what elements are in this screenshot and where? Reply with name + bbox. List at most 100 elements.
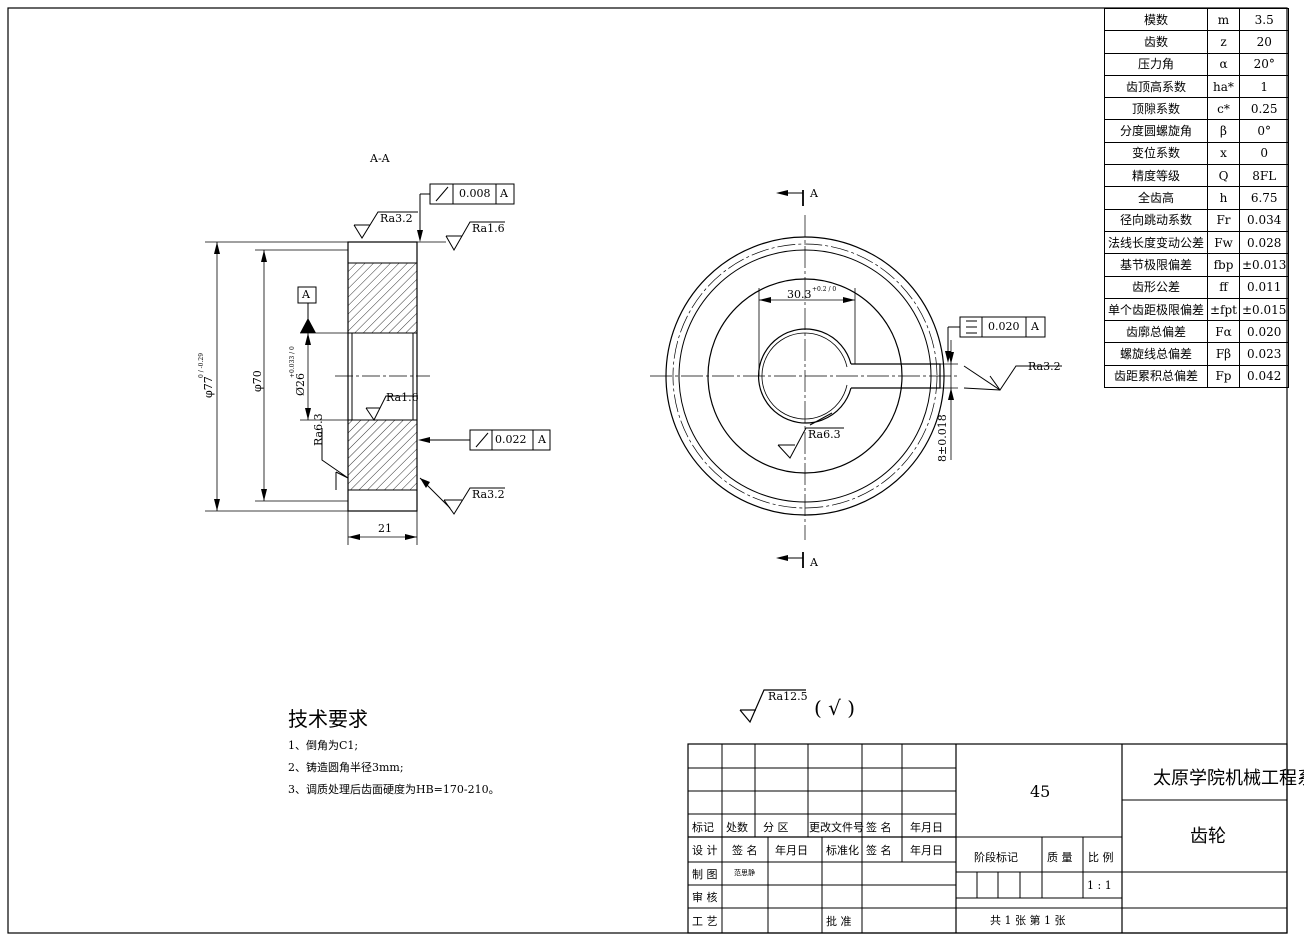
tb-header: 签 名 — [732, 844, 758, 857]
roughness-hub: Ra6.3 — [808, 428, 841, 441]
param-val: 0° — [1238, 119, 1290, 143]
symmetry-datum: A — [1031, 320, 1039, 333]
symmetry-tolerance: 0.020 — [988, 320, 1020, 333]
param-sym: x — [1207, 141, 1240, 166]
sheet-border — [7, 7, 1288, 934]
param-name: 精度等级 — [1104, 164, 1208, 188]
param-sym: Fα — [1207, 320, 1240, 344]
param-sym: Fp — [1207, 364, 1240, 389]
param-name: 顶隙系数 — [1104, 97, 1208, 121]
tb-sheets: 共 1 张 第 1 张 — [990, 914, 1066, 927]
part-name: 齿轮 — [1190, 826, 1226, 847]
roughness-bottom-right: Ra3.2 — [472, 488, 505, 501]
param-val: ±0.013 — [1238, 253, 1290, 277]
material: 45 — [1030, 782, 1051, 801]
param-sym: z — [1207, 30, 1240, 54]
param-val: 0.042 — [1238, 364, 1290, 389]
tb-header: 年月日 — [910, 821, 943, 834]
tb-header: 标准化 — [826, 844, 859, 857]
param-sym: h — [1207, 186, 1240, 210]
param-sym: ff — [1207, 275, 1240, 299]
tech-req-item: 1、倒角为C1; — [288, 739, 359, 752]
runout-tolerance: 0.022 — [495, 433, 527, 446]
param-val: 0.25 — [1238, 97, 1290, 121]
dim-70: φ70 — [251, 370, 264, 392]
tb-scale: 1 : 1 — [1087, 879, 1112, 892]
tb-header: 签 名 — [866, 821, 892, 834]
param-name: 径向跳动系数 — [1104, 208, 1208, 232]
param-name: 基节极限偏差 — [1104, 253, 1208, 277]
tb-header: 签 名 — [866, 844, 892, 857]
param-val: 0.034 — [1238, 208, 1290, 232]
tb-drawer: 范思静 — [734, 869, 755, 877]
cut-label-top: A — [810, 187, 818, 200]
param-sym: ha* — [1207, 74, 1240, 99]
param-val: 1 — [1238, 74, 1290, 99]
dim-width: 21 — [378, 522, 392, 535]
param-sym: Fr — [1207, 208, 1240, 232]
tb-check-label: 审 核 — [692, 891, 718, 904]
flatness-datum: A — [500, 187, 508, 200]
roughness-left: Ra6.3 — [312, 413, 325, 446]
param-name: 齿顶高系数 — [1104, 74, 1208, 99]
param-val: 3.5 — [1238, 7, 1290, 32]
param-val: 0.028 — [1238, 230, 1290, 255]
tb-process-label: 工 艺 — [692, 915, 718, 928]
param-sym: β — [1207, 119, 1240, 143]
param-name: 压力角 — [1104, 52, 1208, 76]
param-name: 齿数 — [1104, 30, 1208, 54]
param-name: 模数 — [1104, 7, 1208, 32]
tb-mass-label: 质 量 — [1047, 851, 1073, 864]
param-sym: fbp — [1207, 253, 1240, 277]
param-val: 0.020 — [1238, 320, 1290, 344]
param-val: 20 — [1238, 30, 1290, 54]
param-val: 0.023 — [1238, 342, 1290, 366]
param-sym: α — [1207, 52, 1240, 76]
param-sym: m — [1207, 7, 1240, 32]
cut-label-bottom: A — [810, 556, 818, 569]
param-val: 0.011 — [1238, 275, 1290, 299]
param-name: 全齿高 — [1104, 186, 1208, 210]
section-title: A-A — [370, 152, 390, 165]
param-val: 6.75 — [1238, 186, 1290, 210]
section-view — [205, 183, 551, 545]
param-val: 0 — [1238, 141, 1290, 166]
tb-header: 分 区 — [763, 821, 789, 834]
param-sym: c* — [1207, 97, 1240, 121]
key-width-dimension: 8±0.018 — [936, 414, 949, 462]
tb-header: 年月日 — [910, 844, 943, 857]
dim-bore-tolerance: +0.033 / 0 — [289, 346, 296, 378]
param-name: 分度圆螺旋角 — [1104, 119, 1208, 143]
dim-outer: φ77 — [202, 376, 215, 398]
roughness-top-right: Ra1.6 — [472, 222, 505, 235]
tb-scale-label: 比 例 — [1088, 851, 1114, 864]
tb-header: 处数 — [726, 821, 748, 834]
param-val: 8FL — [1238, 164, 1290, 188]
general-roughness-symbol — [739, 689, 806, 724]
runout-datum: A — [538, 433, 546, 446]
keyway-tolerance: +0.2 / 0 — [812, 286, 837, 293]
title-block — [687, 743, 1288, 934]
school-name: 太原学院机械工程系 — [1153, 768, 1304, 789]
roughness-keyway: Ra3.2 — [1028, 360, 1061, 373]
param-val: 20° — [1238, 52, 1290, 76]
tb-header: 年月日 — [775, 844, 808, 857]
tb-stage-label: 阶段标记 — [974, 851, 1018, 864]
flatness-tolerance: 0.008 — [459, 187, 491, 200]
param-name: 变位系数 — [1104, 141, 1208, 166]
dim-outer-tolerance: 0 / -0.29 — [198, 352, 205, 378]
